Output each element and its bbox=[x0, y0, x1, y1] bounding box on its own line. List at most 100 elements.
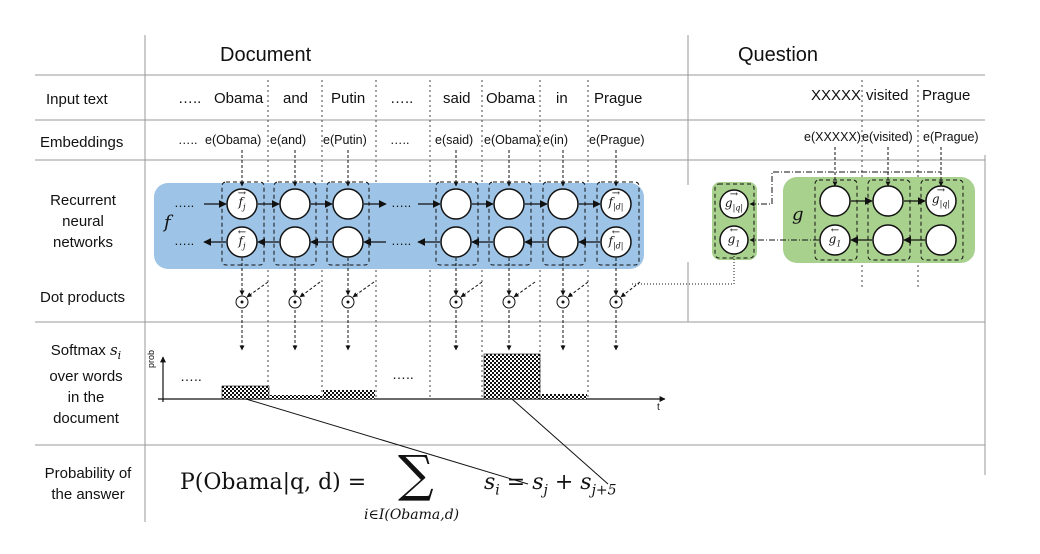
document-header: Document bbox=[220, 44, 312, 66]
rnn-label-line-3: networks bbox=[52, 234, 114, 251]
bar-obama-1 bbox=[221, 385, 270, 400]
doc-emb-and: e(and) bbox=[270, 133, 307, 147]
doc-word-prague: Prague bbox=[594, 90, 643, 107]
doc-rnn-label: f bbox=[164, 212, 171, 233]
probability-label-line-1: Probability of bbox=[44, 465, 132, 482]
doc-emb-putin: e(Putin) bbox=[323, 133, 367, 147]
cell-g-fwd-q-sub: |q| bbox=[939, 199, 951, 209]
embedding-arrows bbox=[239, 147, 944, 187]
cell-label-f-bwd-j: ← fj bbox=[234, 227, 250, 251]
doc-rnn-ellipsis-mid-fwd: ….. bbox=[391, 195, 412, 210]
left-arrow-icon: ← bbox=[611, 227, 621, 238]
row-label-rnn: Recurrent neural networks bbox=[38, 190, 128, 253]
doc-word-said: said bbox=[443, 90, 471, 107]
cell-label-f-fwd-j: → fj bbox=[234, 188, 250, 212]
cell-bwd-j-sub: j bbox=[242, 241, 246, 251]
doc-word-obama-1: Obama bbox=[214, 90, 264, 107]
cell-g-bwd-1-symbol: g bbox=[828, 232, 837, 246]
doc-emb-obama-2: e(Obama) bbox=[484, 133, 541, 147]
question-to-dot-links bbox=[632, 256, 735, 285]
cell-label-f-fwd-d: → f|d| bbox=[603, 188, 629, 212]
cell-label-out-bwd: ← g1 bbox=[726, 225, 742, 249]
q-word-xxxxx: XXXXX bbox=[811, 87, 862, 104]
rhs-s: s bbox=[484, 470, 496, 495]
left-arrow-icon: ← bbox=[729, 225, 739, 236]
doc-emb-ellipsis-1: ….. bbox=[178, 133, 198, 147]
plot-ellipsis-left: ….. bbox=[180, 368, 202, 384]
question-header: Question bbox=[738, 44, 819, 66]
right-arrow-icon: → bbox=[729, 189, 739, 200]
left-arrow-icon: ← bbox=[830, 225, 840, 236]
softmax-label-text: Softmax bbox=[50, 342, 110, 359]
question-rnn-cells bbox=[719, 185, 957, 256]
doc-word-putin: Putin bbox=[331, 90, 366, 107]
softmax-subscript: i bbox=[117, 349, 122, 362]
rhs-j5: j+5 bbox=[591, 482, 617, 499]
cell-label-out-fwd: → g|q| bbox=[721, 189, 747, 213]
question-position-boxes bbox=[714, 179, 964, 261]
softmax-arrows bbox=[239, 310, 619, 351]
probability-label-line-2: the answer bbox=[51, 486, 125, 503]
rnn-label-line-2: neural bbox=[62, 213, 104, 230]
doc-rnn-ellipsis-left-fwd: ….. bbox=[174, 195, 195, 210]
bar-to-formula-links bbox=[245, 398, 609, 485]
doc-word-and: and bbox=[283, 90, 309, 107]
formula-sum-symbol: ∑ bbox=[398, 445, 434, 503]
row-label-dot-products: Dot products bbox=[40, 289, 126, 306]
question-chains bbox=[850, 197, 926, 244]
question-output-links bbox=[749, 171, 942, 243]
cell-fwd-d-sub: |d| bbox=[612, 202, 624, 212]
plot-y-axis-label: prob bbox=[146, 349, 156, 368]
dot-product-centers bbox=[240, 300, 618, 304]
cell-fwd-d-symbol: f bbox=[608, 195, 613, 209]
dot-product-arrows bbox=[239, 258, 641, 298]
doc-word-in: in bbox=[556, 90, 568, 107]
rhs-i: i bbox=[495, 482, 500, 499]
doc-rnn-cells bbox=[226, 188, 632, 258]
plot-x-axis-label: t bbox=[657, 402, 660, 413]
doc-rnn-ellipsis-left-bwd: ….. bbox=[174, 233, 195, 248]
rnn-label-line-1: Recurrent bbox=[50, 192, 116, 209]
softmax-bars bbox=[221, 353, 587, 400]
right-arrow-icon: → bbox=[611, 188, 621, 199]
q-emb-visited: e(visited) bbox=[862, 130, 913, 144]
row-label-probability: Probability of the answer bbox=[38, 463, 138, 505]
left-arrow-icon: ← bbox=[237, 227, 247, 238]
softmax-label-line-3: in the bbox=[67, 389, 105, 406]
right-arrow-icon: → bbox=[237, 188, 247, 199]
rhs-j: j bbox=[543, 482, 548, 499]
plot-ellipsis-mid: ….. bbox=[392, 366, 414, 382]
softmax-label-line-4: document bbox=[53, 410, 119, 427]
q-word-visited: visited bbox=[866, 87, 909, 104]
q-word-prague: Prague bbox=[922, 87, 971, 104]
dot-product-nodes bbox=[235, 295, 623, 309]
bar-putin bbox=[323, 390, 375, 399]
bar-in bbox=[541, 394, 587, 399]
out-bwd-symbol: g bbox=[727, 232, 736, 246]
doc-word-ellipsis-1: ….. bbox=[178, 90, 202, 107]
doc-word-obama-2: Obama bbox=[486, 90, 536, 107]
softmax-symbol: s bbox=[109, 341, 118, 359]
formula-sum-subscript: i∈I(Obama,d) bbox=[364, 507, 460, 523]
cell-g-bwd-1-sub: 1 bbox=[836, 239, 842, 249]
doc-emb-obama-1: e(Obama) bbox=[205, 133, 262, 147]
rhs-sj: s bbox=[532, 470, 544, 495]
out-bwd-sub: 1 bbox=[735, 239, 741, 249]
out-fwd-symbol: g bbox=[724, 196, 733, 210]
cell-bwd-d-symbol: f bbox=[608, 234, 613, 248]
softmax-label-line-2: over words bbox=[49, 368, 123, 385]
doc-rnn-ellipsis-mid-bwd: ….. bbox=[391, 233, 412, 248]
bar-obama-2 bbox=[483, 353, 541, 400]
cell-g-fwd-q-symbol: g bbox=[931, 192, 940, 206]
q-emb-prague: e(Prague) bbox=[923, 130, 979, 144]
row-label-input-text: Input text bbox=[46, 91, 108, 108]
q-emb-xxxxx: e(XXXXX) bbox=[804, 130, 861, 144]
rhs-plus: + bbox=[547, 470, 581, 495]
doc-emb-ellipsis-2: ….. bbox=[390, 133, 410, 147]
rhs-equals: = bbox=[499, 470, 533, 495]
formula-lhs: P(Obama|q, d) = bbox=[180, 470, 367, 495]
doc-emb-said: e(said) bbox=[435, 133, 474, 147]
cell-bwd-j-symbol: f bbox=[238, 234, 243, 248]
cell-fwd-j-symbol: f bbox=[238, 195, 243, 209]
